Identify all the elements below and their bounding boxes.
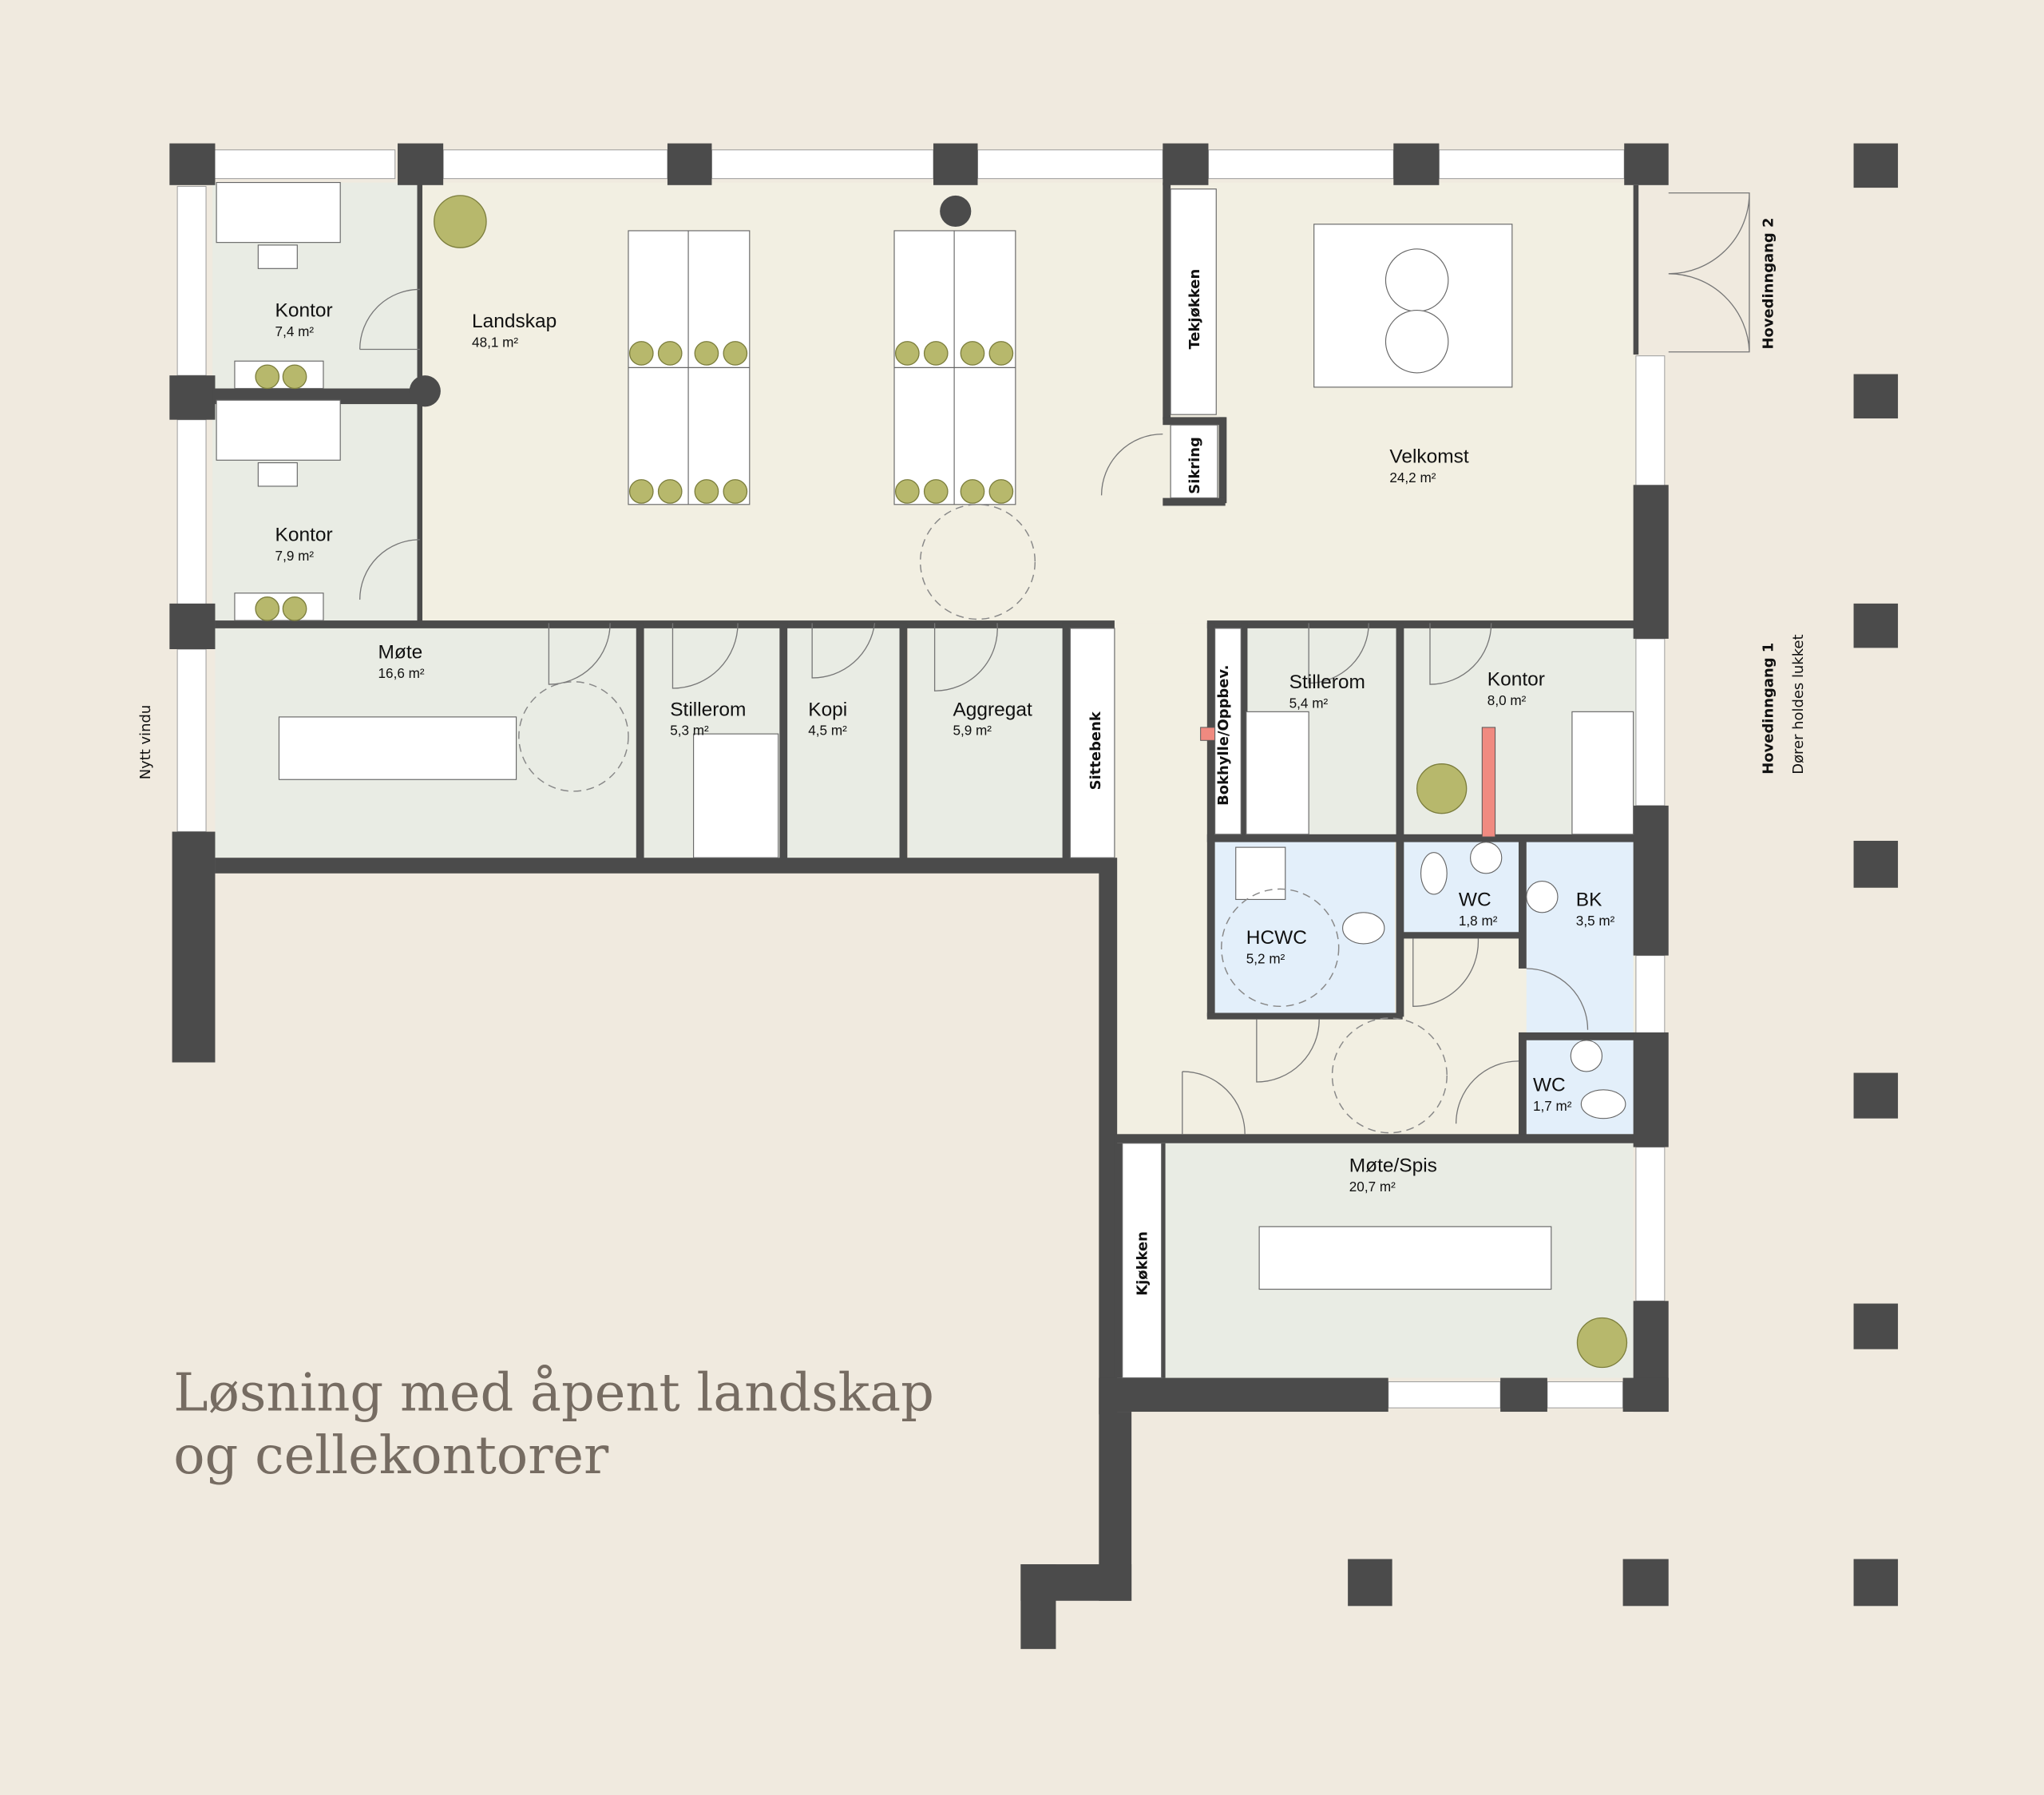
room-aggregat: Aggregat: [953, 699, 1032, 720]
room-kontor-2: Kontor: [275, 525, 333, 546]
room-landskap: Landskap: [472, 311, 557, 332]
plant-icon: [1416, 763, 1468, 814]
label-dorer-holdes-lukket: Dører holdes lukket: [1790, 634, 1807, 774]
room-area: 4,5 m²: [808, 723, 847, 739]
label-sikring: Sikring: [1186, 437, 1203, 494]
room-stillerom-2: Stillerom: [1289, 672, 1365, 693]
plant-icon: [1576, 1317, 1628, 1369]
label-tekjokken: Tekjøkken: [1186, 269, 1203, 350]
room-kontor-3: Kontor: [1487, 669, 1545, 691]
room-hcwc: HCWC: [1246, 927, 1307, 949]
room-wc-2: WC: [1533, 1074, 1566, 1096]
room-area: 1,7 m²: [1533, 1098, 1572, 1114]
plan-title-line-1: Løsning med åpent landskap: [173, 1362, 934, 1423]
room-area: 48,1 m²: [472, 334, 518, 350]
kjokken-counter: [1122, 1143, 1163, 1379]
room-area: 5,2 m²: [1246, 950, 1285, 966]
exterior-pillars: [1348, 143, 1899, 1607]
label-kjokken: Kjøkken: [1135, 1231, 1151, 1296]
plan-title-line-2: og cellekontorer: [173, 1425, 609, 1486]
room-area: 1,8 m²: [1459, 913, 1498, 929]
label-bokhylle: Bokhylle/Oppbev.: [1215, 665, 1232, 806]
walls: [169, 143, 1669, 1650]
fixtures: [1069, 188, 1242, 1379]
room-stillerom-1: Stillerom: [670, 699, 746, 720]
room-mote-spis: Møte/Spis: [1349, 1155, 1437, 1177]
room-mote: Møte: [378, 641, 423, 663]
label-hovedinngang-2: Hovedinngang 2: [1760, 218, 1777, 350]
tekjokken-counter: [1170, 188, 1217, 415]
label-sittebenk: Sittebenk: [1087, 711, 1104, 790]
sikring-cabinet: [1170, 424, 1218, 499]
room-wc-1: WC: [1459, 890, 1491, 911]
room-area: 3,5 m²: [1576, 913, 1615, 929]
plant-icon: [434, 195, 487, 248]
room-area: 7,4 m²: [275, 323, 315, 339]
label-nytt-vindu: Nytt vindu: [137, 705, 154, 780]
bokhylle-shelf: [1214, 628, 1242, 835]
room-area: 5,4 m²: [1289, 695, 1329, 711]
room-labels: Kontor 7,4 m² Kontor 7,9 m² Landskap 48,…: [137, 218, 1807, 1296]
room-area: 5,9 m²: [953, 723, 992, 739]
room-area: 16,6 m²: [378, 665, 425, 681]
label-hovedinngang-1: Hovedinngang 1: [1760, 643, 1777, 775]
plants: [255, 195, 1628, 1369]
room-area: 7,9 m²: [275, 548, 315, 564]
room-area: 24,2 m²: [1389, 470, 1436, 485]
room-kopi: Kopi: [808, 699, 847, 720]
aggregat-floor: [908, 623, 1063, 858]
kopi-floor: [786, 623, 900, 858]
windows: [176, 149, 1666, 1409]
room-area: 8,0 m²: [1487, 692, 1527, 708]
sittebenk-bench: [1069, 628, 1115, 858]
marker: [1481, 727, 1496, 838]
room-kontor-1: Kontor: [275, 300, 333, 322]
room-area: 20,7 m²: [1349, 1179, 1396, 1195]
room-bk: BK: [1576, 890, 1602, 911]
bk-floor: [1526, 840, 1634, 1032]
room-velkomst: Velkomst: [1389, 446, 1468, 468]
furniture: [216, 181, 1750, 1290]
room-area: 5,3 m²: [670, 723, 709, 739]
